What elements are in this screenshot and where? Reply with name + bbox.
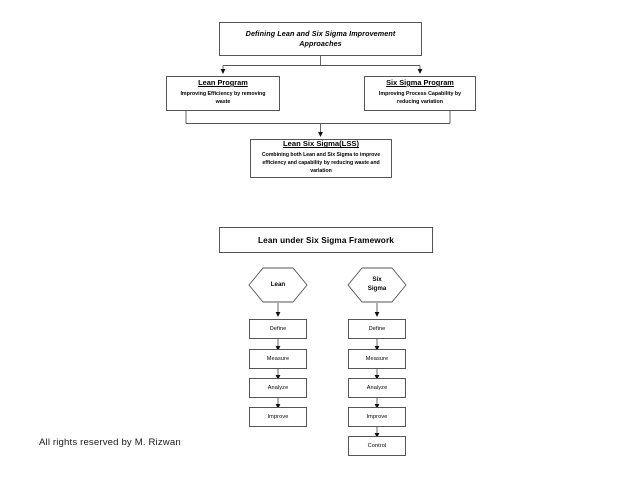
lean-hexagon-label: Lean — [270, 280, 286, 288]
step-label: Improve — [267, 414, 289, 420]
framework-header-box: Lean under Six Sigma Framework — [219, 227, 433, 253]
lean-six-sigma-description: Combining both Lean and Six Sigma to imp… — [261, 152, 381, 175]
six-sigma-hexagon: Six Sigma — [347, 267, 407, 303]
step-label: Define — [269, 326, 287, 332]
step-label: Measure — [266, 356, 290, 362]
lean-six-sigma-box: Lean Six Sigma(LSS) Combining both Lean … — [250, 139, 392, 178]
root-definition-title: Defining Lean and Six Sigma Improvement … — [245, 28, 396, 48]
copyright-credit: All rights reserved by M. Rizwan — [39, 437, 181, 448]
lean-step-improve: Improve — [249, 407, 307, 427]
six-sigma-hexagon-label-line2: Sigma — [367, 285, 387, 292]
step-label: Measure — [365, 356, 389, 362]
framework-header-title: Lean under Six Sigma Framework — [258, 235, 394, 245]
hexagon-shape-icon — [347, 267, 407, 303]
six-sigma-step-improve: Improve — [348, 407, 406, 427]
six-sigma-program-title: Six Sigma Program — [386, 78, 454, 87]
step-label: Analyze — [267, 385, 289, 391]
step-label: Improve — [366, 414, 388, 420]
lean-program-description: Improving Efficiency by removing waste — [180, 91, 266, 106]
six-sigma-step-analyze: Analyze — [348, 378, 406, 398]
lean-step-define: Define — [249, 319, 307, 339]
step-label: Analyze — [366, 385, 388, 391]
hexagon-shape-icon — [248, 267, 308, 303]
six-sigma-hexagon-label: Six Sigma — [347, 267, 407, 303]
step-label: Control — [367, 443, 387, 449]
six-sigma-program-box: Six Sigma Program Improving Process Capa… — [364, 76, 476, 111]
lean-six-sigma-title: Lean Six Sigma(LSS) — [283, 139, 359, 149]
six-sigma-hexagon-label-line1: Six — [372, 276, 382, 284]
lean-step-analyze: Analyze — [249, 378, 307, 398]
lean-hexagon: Lean — [248, 267, 308, 303]
lean-program-box: Lean Program Improving Efficiency by rem… — [166, 76, 280, 111]
lean-step-measure: Measure — [249, 349, 307, 369]
six-sigma-step-measure: Measure — [348, 349, 406, 369]
six-sigma-step-control: Control — [348, 436, 406, 456]
root-definition-box: Defining Lean and Six Sigma Improvement … — [219, 22, 422, 56]
step-label: Define — [368, 326, 386, 332]
six-sigma-program-description: Improving Process Capability by reducing… — [378, 91, 462, 106]
lean-program-title: Lean Program — [198, 78, 248, 87]
six-sigma-step-define: Define — [348, 319, 406, 339]
